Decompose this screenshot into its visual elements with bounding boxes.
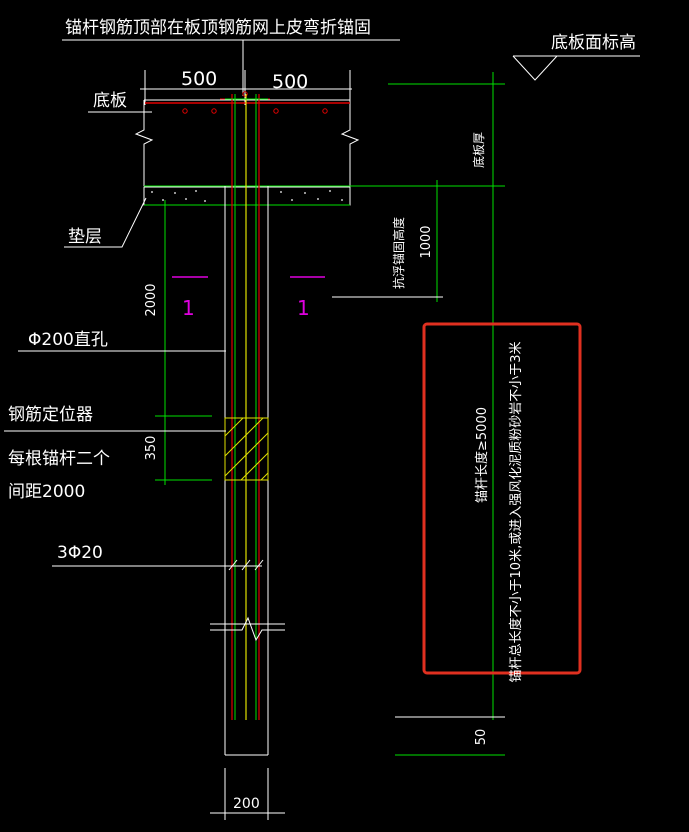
slab-right-edge — [340, 100, 360, 186]
locator-note-2: 间距2000 — [8, 482, 85, 502]
slab-thickness-label: 底板厚 — [471, 132, 486, 168]
dim-1000: 1000 — [419, 225, 434, 258]
anti-float-height-label: 抗浮锚固高度 — [391, 217, 406, 289]
cushion-label: 垫层 — [68, 227, 102, 247]
hole-label: Φ200直孔 — [28, 330, 108, 350]
cushion-hatch — [151, 190, 343, 202]
elevation-triangle — [512, 55, 558, 81]
floor-elevation-label: 底板面标高 — [551, 33, 636, 53]
rebar-dot — [242, 91, 248, 97]
rebar-label: 3Φ20 — [57, 543, 103, 563]
section-mark-right: 1 — [297, 296, 310, 320]
dim-2000: 2000 — [144, 283, 159, 316]
dim-200: 200 — [233, 796, 260, 812]
section-mark-left: 1 — [182, 296, 195, 320]
slab-left-edge — [134, 100, 154, 186]
slab-label: 底板 — [93, 91, 127, 111]
locator-note-1: 每根锚杆二个 — [8, 449, 110, 469]
dim-500-left: 500 — [181, 68, 217, 90]
break-line — [210, 616, 285, 642]
rebar-locator — [224, 417, 269, 481]
anchor-rock-note: 锚杆总长度不小于10米,或进入强风化泥质粉砂岩不小于3米 — [508, 342, 524, 683]
dim-500-right: 500 — [272, 71, 308, 93]
rebar-dot — [182, 108, 188, 114]
rebar-tick-marks — [228, 559, 264, 571]
rebar-dot — [273, 108, 279, 114]
rebar-dot — [211, 108, 217, 114]
dim-50: 50 — [474, 729, 489, 746]
anchor-length-note: 锚杆长度≥5000 — [474, 407, 490, 503]
rebar-locator-hatch — [224, 417, 269, 481]
locator-label: 钢筋定位器 — [8, 405, 93, 425]
dim-350: 350 — [144, 436, 159, 461]
rebar-dot — [322, 108, 328, 114]
anchor-length-highlight — [422, 322, 582, 675]
cushion-leader — [64, 197, 147, 248]
cushion-layer — [143, 186, 351, 206]
title-note: 锚杆钢筋顶部在板顶钢筋网上皮弯折锚固 — [65, 18, 371, 38]
